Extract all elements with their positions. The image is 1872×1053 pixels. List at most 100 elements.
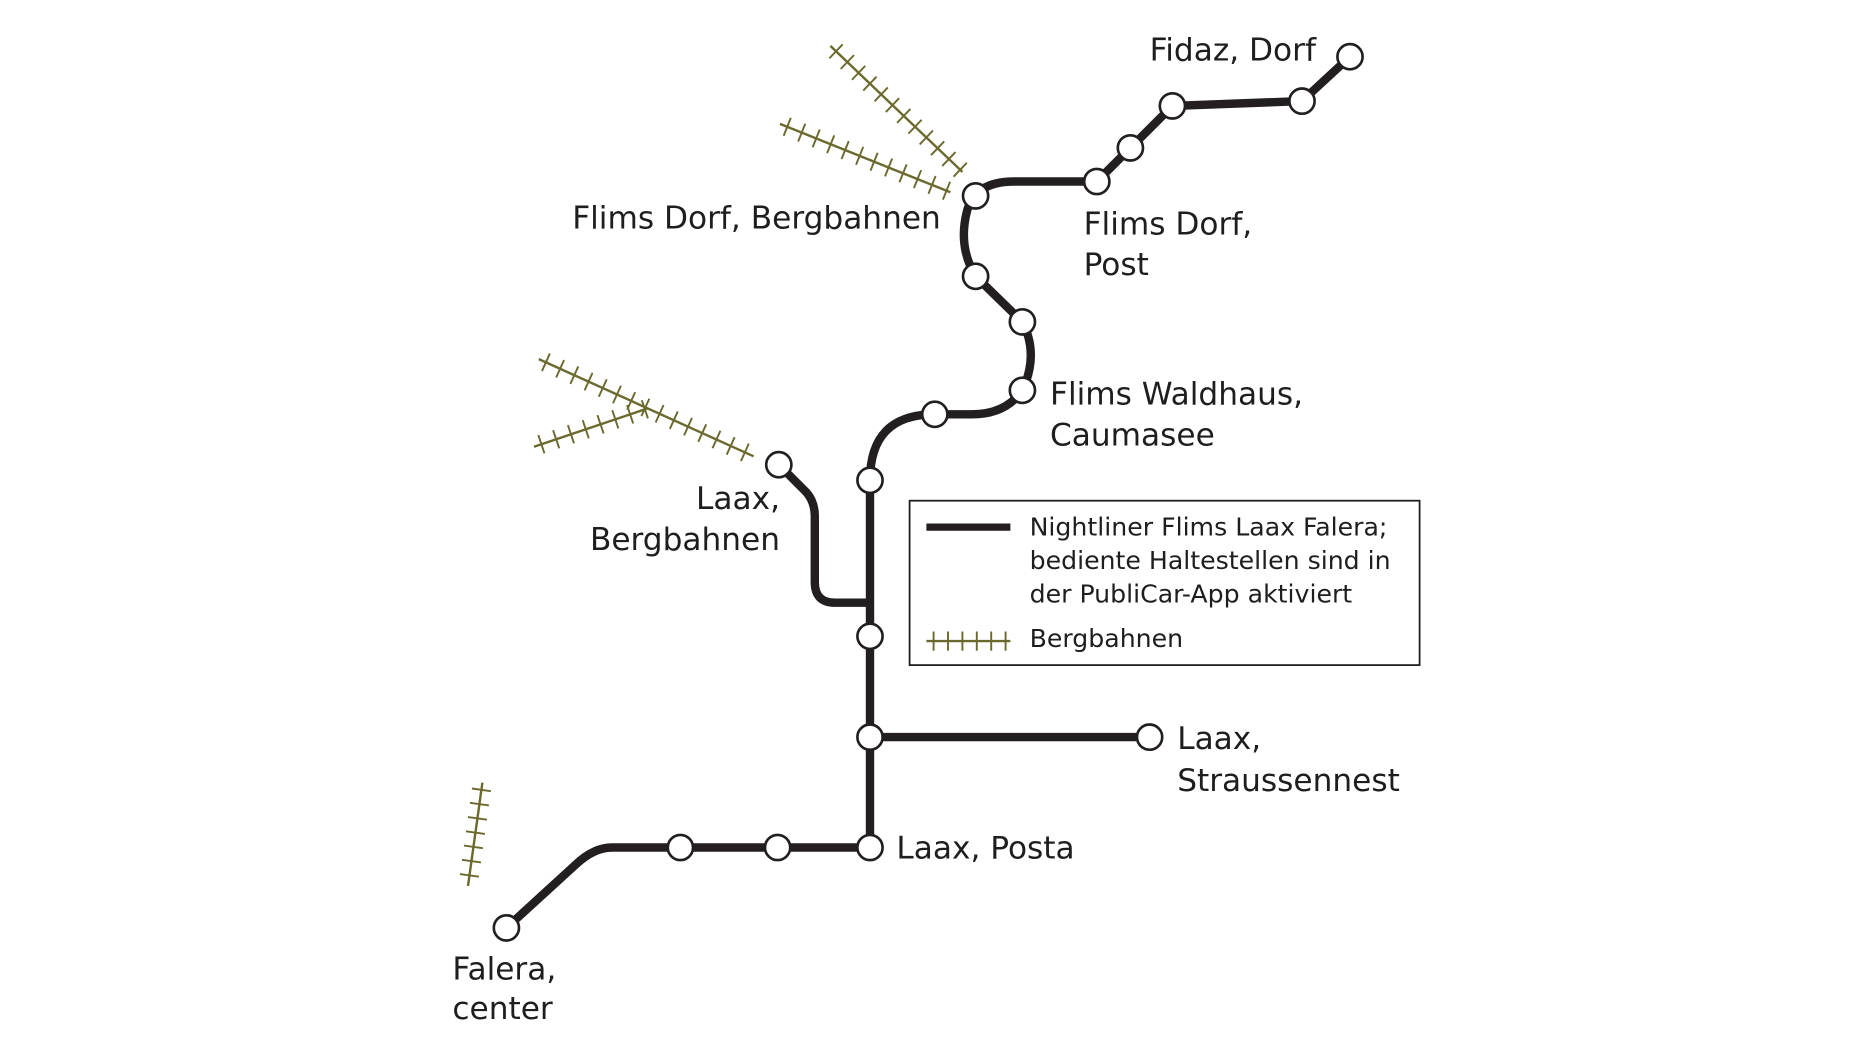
station-stop	[1336, 42, 1364, 71]
station-stop	[856, 622, 884, 651]
track-tick	[465, 830, 486, 835]
track-tick	[725, 436, 736, 456]
track-tick	[467, 816, 488, 821]
label-flims-dorf-post-2: Post	[1084, 247, 1149, 283]
track-tick	[918, 129, 934, 146]
track-tick	[640, 399, 649, 419]
label-laax-posta: Laax, Posta	[896, 830, 1074, 866]
station-stop	[1008, 376, 1037, 405]
legend: Nightliner Flims Laax Falera; bediente H…	[908, 499, 1421, 666]
label-laax-bergbahnen-2: Bergbahnen	[590, 522, 780, 558]
track-tick	[828, 43, 844, 59]
track-tick	[811, 129, 821, 148]
track-tick	[612, 385, 622, 404]
legend-nightliner-2: bediente Haltestellen sind in	[1030, 546, 1391, 575]
track-tick	[683, 417, 693, 436]
track-tick	[552, 429, 561, 449]
track-tick	[569, 366, 580, 385]
track-tick	[851, 65, 866, 81]
track-tick	[537, 434, 546, 454]
label-falera-center-2: center	[452, 991, 553, 1027]
bergbahn-laax-2	[533, 399, 649, 454]
label-flims-waldhaus-2: Caumasee	[1050, 418, 1215, 454]
track-tick	[471, 787, 492, 793]
label-flims-dorf-post-1: Flims Dorf,	[1084, 206, 1253, 242]
track-tick	[581, 419, 590, 439]
station-stop	[1135, 723, 1164, 752]
track-tick	[566, 424, 575, 444]
track-tick	[640, 398, 651, 417]
track-tick	[942, 181, 951, 200]
station-stop	[1008, 307, 1037, 336]
track-tick	[869, 152, 879, 171]
station-stop	[920, 400, 949, 429]
station-stop	[763, 833, 792, 862]
label-laax-strassennest-2: Straussennest	[1177, 763, 1400, 799]
track-tick	[583, 372, 594, 391]
track-tick	[596, 414, 605, 434]
track-tick	[654, 404, 665, 423]
legend-track	[926, 631, 1011, 651]
station-stop	[856, 466, 884, 495]
track-tick	[826, 134, 836, 154]
label-laax-bergbahnen-1: Laax,	[696, 481, 780, 517]
station-stop	[492, 913, 521, 942]
label-fidaz-dorf: Fidaz, Dorf	[1150, 32, 1317, 68]
track-tick	[885, 97, 900, 113]
bergbahn-flims-2	[779, 117, 951, 200]
bergbahnen-lines	[459, 43, 968, 887]
station-stop	[856, 723, 884, 752]
track-tick	[668, 411, 679, 430]
track-tick	[782, 117, 792, 137]
station-stop	[961, 262, 990, 291]
track-tick	[469, 801, 490, 807]
track-tick	[952, 162, 968, 178]
station-stop	[1082, 167, 1111, 196]
track-tick	[541, 353, 551, 372]
station-stop	[1288, 87, 1316, 116]
track-tick	[840, 54, 855, 70]
track-tick	[463, 844, 484, 850]
track-tick	[840, 140, 850, 160]
track-tick	[626, 404, 635, 424]
track-tick	[711, 430, 722, 449]
legend-bergbahnen: Bergbahnen	[1030, 624, 1184, 653]
station-stop	[1158, 91, 1187, 120]
track-tick	[913, 169, 923, 189]
track-tick	[896, 108, 912, 124]
track-tick	[884, 158, 894, 177]
station-stop	[764, 450, 793, 479]
track-tick	[930, 140, 945, 156]
track-tick	[855, 146, 865, 166]
bergbahn-laax-1	[538, 353, 755, 462]
station-stop	[856, 833, 884, 862]
label-falera-center-1: Falera,	[452, 952, 556, 988]
track-tick	[740, 443, 750, 462]
track-tick	[907, 119, 923, 135]
bergbahn-falera	[459, 782, 492, 887]
station-stop	[961, 181, 990, 210]
legend-nightliner-3: der PubliCar-App aktiviert	[1030, 580, 1353, 609]
route-branch-laax-bergbahnen	[775, 461, 870, 607]
track-tick	[611, 409, 620, 429]
track-tick	[555, 359, 565, 378]
legend-bergbahnen-swatch	[926, 631, 1011, 651]
track-tick	[873, 86, 889, 102]
stations	[492, 42, 1364, 942]
legend-nightliner-1: Nightliner Flims Laax Falera;	[1030, 513, 1388, 542]
track-tick	[697, 423, 708, 443]
track-tick	[597, 378, 608, 398]
bergbahn-flims-1	[828, 43, 968, 178]
track-tick	[797, 123, 807, 142]
label-flims-waldhaus-1: Flims Waldhaus,	[1050, 377, 1303, 413]
track-tick	[898, 164, 908, 183]
label-flims-dorf-bergbahnen: Flims Dorf, Bergbahnen	[572, 200, 941, 236]
track-tick	[862, 75, 878, 92]
track-tick	[927, 175, 937, 195]
label-laax-strassennest-1: Laax,	[1177, 721, 1261, 757]
station-stop	[666, 833, 695, 862]
track-tick	[459, 873, 480, 878]
track-tick	[461, 858, 482, 864]
station-stop	[1116, 133, 1145, 162]
